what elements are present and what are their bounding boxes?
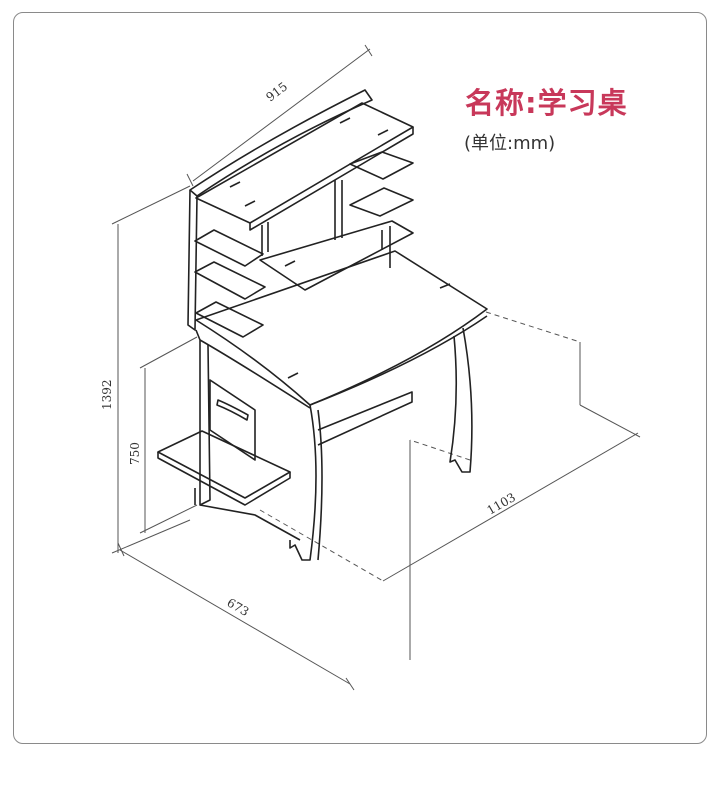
dashed-guides [259,311,581,582]
dim-label-top-width: 915 [263,79,290,104]
dimension-lines [111,44,641,691]
image-frame [13,12,707,744]
product-title: 名称:学习桌 [465,86,628,120]
dim-label-total-height: 1392 [100,379,114,410]
unit-label: (单位:mm) [464,133,556,154]
dim-label-length: 1103 [485,490,518,517]
desk-outline [157,89,488,561]
dim-label-desk-height: 750 [128,442,142,465]
dim-label-depth: 673 [225,595,252,619]
